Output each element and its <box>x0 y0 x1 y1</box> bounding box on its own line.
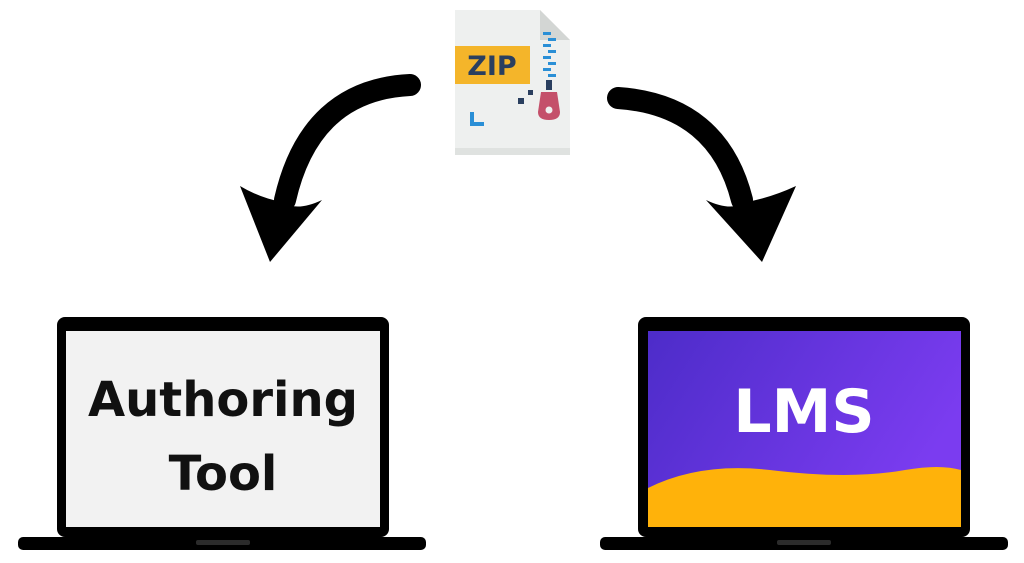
authoring-label-line2: Tool <box>169 446 278 502</box>
right-laptop: LMS <box>600 317 1008 550</box>
left-laptop: Authoring Tool <box>18 317 426 550</box>
lms-wave <box>648 467 961 527</box>
left-laptop-screen <box>66 331 380 527</box>
zipper-icon <box>538 32 560 120</box>
zip-file-icon: ZIP <box>455 10 570 155</box>
zip-label: ZIP <box>467 51 516 82</box>
authoring-label-line1: Authoring <box>88 372 358 428</box>
laptop-icon <box>600 317 1008 550</box>
laptop-icon <box>18 317 426 550</box>
curved-arrow-down-left-icon <box>240 74 421 262</box>
lms-label: LMS <box>733 377 874 447</box>
curved-arrow-down-right-icon <box>607 87 796 262</box>
